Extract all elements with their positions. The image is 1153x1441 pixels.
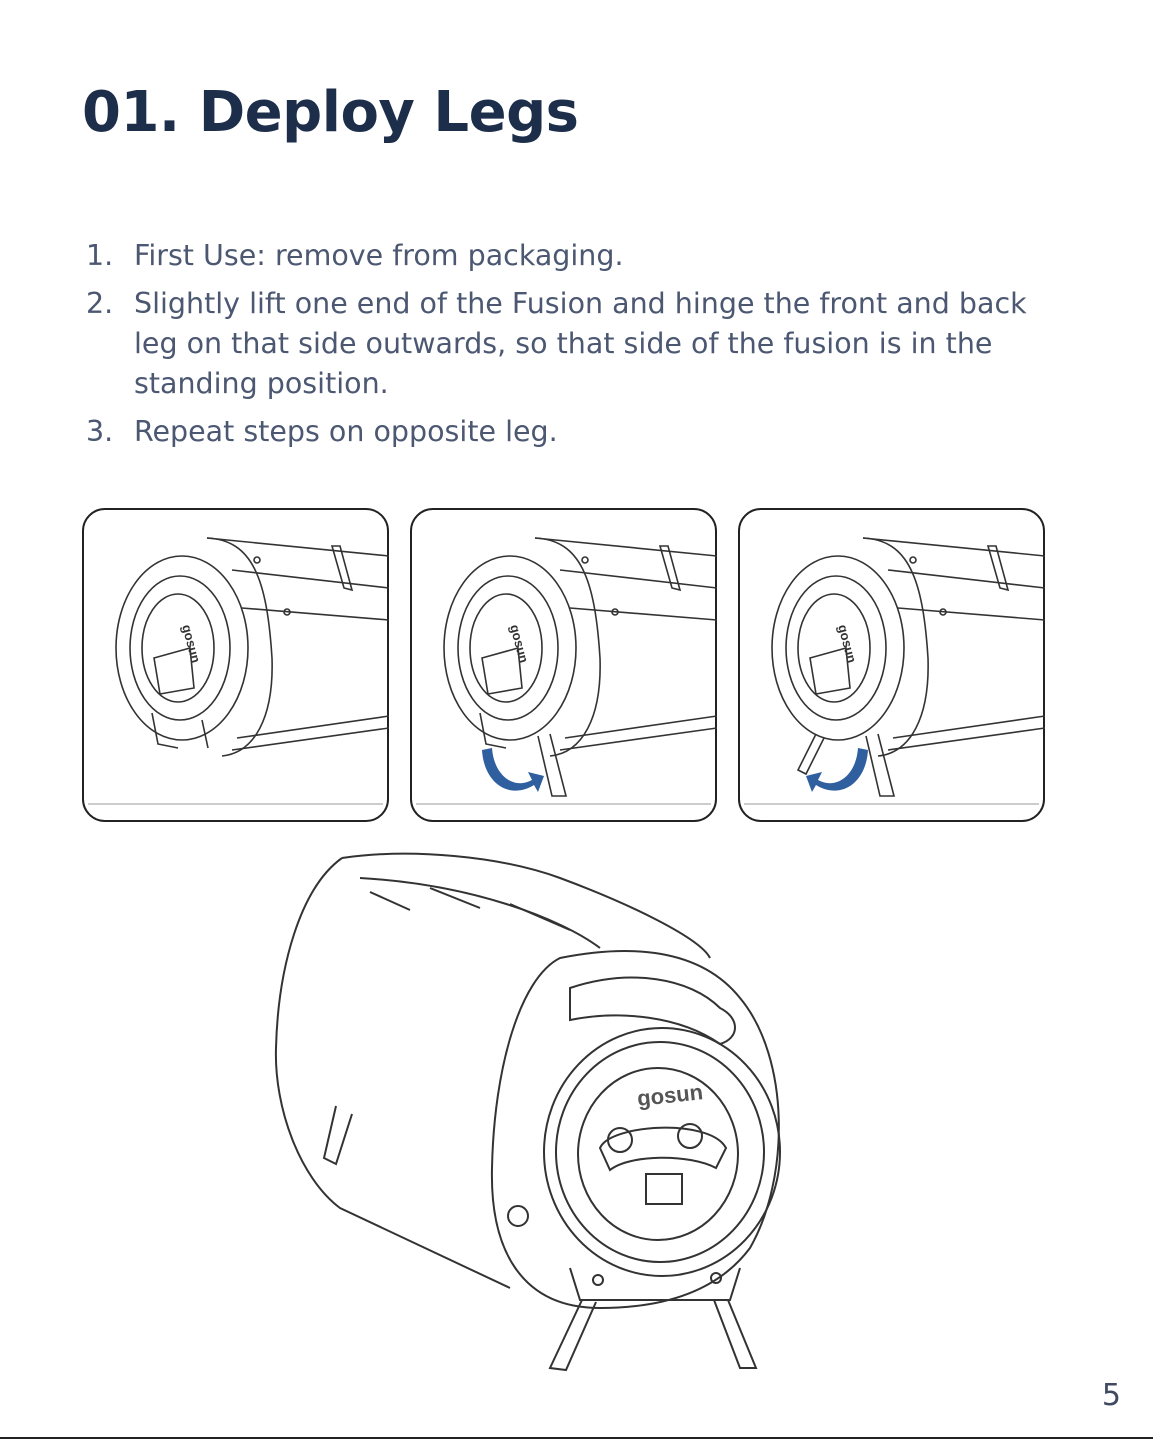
list-item: 2. Slightly lift one end of the Fusion a… xyxy=(86,284,1076,404)
step-number: 3. xyxy=(86,412,134,452)
illustration-panel-legs-folded: gosun xyxy=(82,508,389,823)
step-number: 1. xyxy=(86,236,134,276)
step-text: Repeat steps on opposite leg. xyxy=(134,412,1076,452)
illustration-panel-first-leg: gosun xyxy=(410,508,717,823)
illustration-panel-second-leg: gosun xyxy=(738,508,1045,823)
product-illustration-standing: gosun xyxy=(270,848,800,1380)
page-number: 5 xyxy=(1102,1378,1121,1413)
page-title: 01. Deploy Legs xyxy=(82,80,579,145)
brand-logo-text: gosun xyxy=(636,1079,704,1111)
instruction-list: 1. First Use: remove from packaging. 2. … xyxy=(86,236,1076,460)
list-item: 1. First Use: remove from packaging. xyxy=(86,236,1076,276)
bottom-divider xyxy=(0,1437,1153,1439)
step-text: Slightly lift one end of the Fusion and … xyxy=(134,284,1076,404)
step-number: 2. xyxy=(86,284,134,404)
list-item: 3. Repeat steps on opposite leg. xyxy=(86,412,1076,452)
step-text: First Use: remove from packaging. xyxy=(134,236,1076,276)
